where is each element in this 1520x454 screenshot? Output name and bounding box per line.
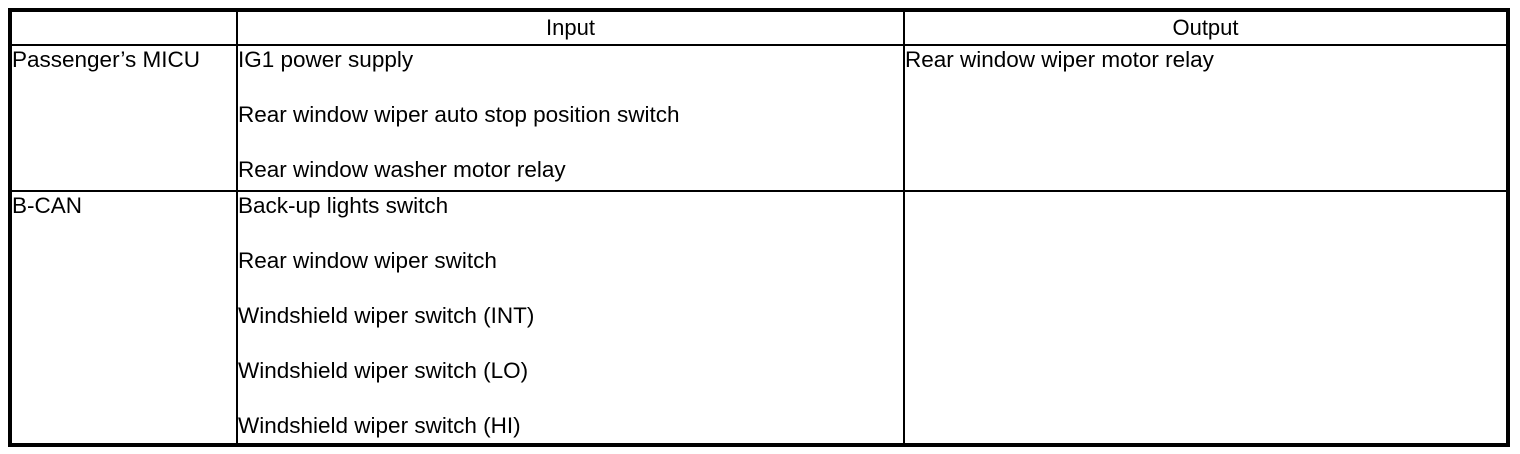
table-row: Passenger’s MICU IG1 power supply Rear w…	[9, 44, 1509, 192]
cell-input-micu: IG1 power supply Rear window wiper auto …	[236, 44, 905, 192]
cell-output-bcan	[903, 190, 1509, 446]
table-header-row: Input Output	[9, 9, 1509, 46]
input-item: Windshield wiper switch (LO)	[238, 358, 529, 383]
input-item: Rear window wiper auto stop position swi…	[238, 102, 680, 127]
input-item: Windshield wiper switch (HI)	[238, 413, 521, 438]
column-header-input: Input	[236, 9, 905, 46]
input-item: Rear window wiper switch	[238, 248, 497, 273]
input-item: Windshield wiper switch (INT)	[238, 303, 535, 328]
cell-input-bcan: Back-up lights switch Rear window wiper …	[236, 190, 905, 446]
cell-module-bcan: B-CAN	[9, 190, 238, 446]
cell-output-micu: Rear window wiper motor relay	[903, 44, 1509, 192]
input-item: Rear window washer motor relay	[238, 157, 566, 182]
module-label: B-CAN	[12, 193, 83, 218]
table-body: Passenger’s MICU IG1 power supply Rear w…	[9, 44, 1509, 446]
output-item: Rear window wiper motor relay	[905, 47, 1214, 72]
table-header: Input Output	[9, 9, 1509, 46]
module-label: Passenger’s MICU	[12, 47, 200, 72]
input-output-table: Input Output Passenger’s MICU IG1 power …	[8, 8, 1510, 447]
spec-table-container: Input Output Passenger’s MICU IG1 power …	[8, 8, 1510, 447]
input-item: IG1 power supply	[238, 47, 414, 72]
input-item: Back-up lights switch	[238, 193, 449, 218]
column-header-module	[9, 9, 238, 46]
column-header-output: Output	[903, 9, 1509, 46]
table-row: B-CAN Back-up lights switch Rear window …	[9, 190, 1509, 446]
cell-module-micu: Passenger’s MICU	[9, 44, 238, 192]
